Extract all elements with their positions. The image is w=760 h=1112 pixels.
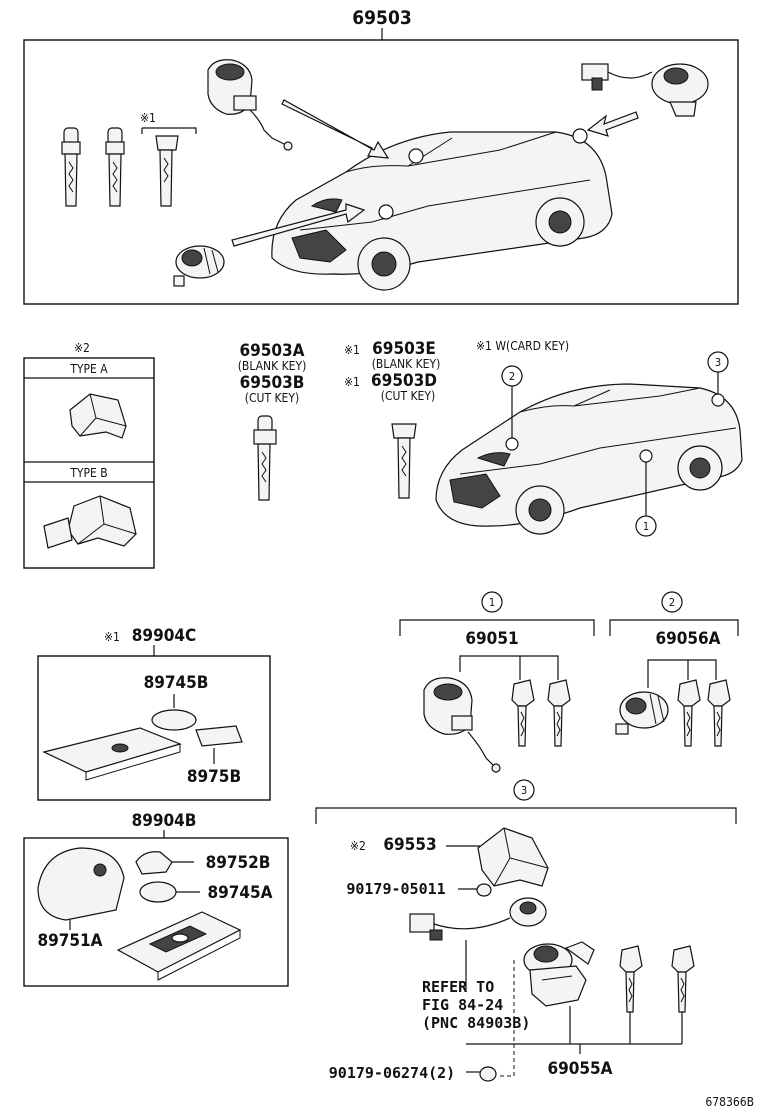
- cylinder-1-key-a: [511, 679, 535, 747]
- cylinder-2-label[interactable]: 69056A: [655, 629, 720, 649]
- fob-battery-part: [139, 881, 177, 903]
- cylinder-2-part: [615, 691, 669, 735]
- card-set-label[interactable]: 89904C: [132, 626, 196, 646]
- type-a-cover-part: [69, 393, 127, 439]
- cut-key-d-label[interactable]: 69503D: [371, 371, 437, 391]
- type-b-cover-part: [43, 495, 137, 549]
- car-illustration-mid: [435, 383, 743, 535]
- key-note-marker: ※1: [140, 111, 156, 125]
- card-set-box: [37, 655, 271, 801]
- card-key-note: ※1 W(CARD KEY): [476, 339, 569, 353]
- cylinder-3-part: [523, 941, 595, 1007]
- fob-case-label[interactable]: 89751A: [37, 931, 102, 951]
- callout-2-section: 2: [669, 596, 675, 609]
- blank-key-e-label[interactable]: 69503E: [372, 339, 436, 359]
- cut-key-b-label[interactable]: 69503B: [240, 373, 305, 393]
- ignition-cylinder-part: [207, 59, 293, 151]
- cylinder-1-key-b: [547, 679, 571, 747]
- fob-inner-cover-part: [135, 851, 173, 875]
- trunk-cylinder-part: [581, 63, 709, 117]
- cylinder-2-key-b: [707, 679, 731, 747]
- type-box-marker: ※2: [74, 341, 90, 355]
- blank-key-a-label[interactable]: 69503A: [239, 341, 304, 361]
- cylinder-2-key-a: [677, 679, 701, 747]
- figure-id: 678366B: [705, 1095, 754, 1109]
- callout-2-mid: 2: [509, 370, 515, 383]
- card-plate-part: [195, 725, 243, 747]
- cylinder-3-cover-part: [477, 827, 549, 887]
- key-69503a-part: [253, 415, 277, 501]
- cylinder-3-key-b: [671, 945, 695, 1013]
- card-battery-part: [151, 709, 197, 731]
- fob-cover-label[interactable]: 89752B: [206, 853, 271, 873]
- callout-3-section: 3: [521, 784, 527, 797]
- cylinder-3-label[interactable]: 69055A: [547, 1059, 612, 1079]
- fob-set-label[interactable]: 89904B: [132, 811, 197, 831]
- cylinder-3-cover-label[interactable]: 69553: [383, 835, 436, 855]
- refer-line-1[interactable]: REFER TO: [422, 978, 494, 996]
- cut-key-d-desc: (CUT KEY): [381, 389, 435, 403]
- blank-key-e-desc: (BLANK KEY): [372, 357, 441, 371]
- key-69503e-part: [391, 423, 417, 499]
- blank-key-e-marker: ※1: [344, 343, 360, 357]
- refer-line-2[interactable]: FIG 84-24: [422, 996, 503, 1014]
- blank-key-a-desc: (BLANK KEY): [238, 359, 307, 373]
- cut-key-b-desc: (CUT KEY): [245, 391, 299, 405]
- refer-line-3[interactable]: (PNC 84903B): [422, 1014, 530, 1032]
- key-group-left: [61, 127, 179, 207]
- car-illustration-top: [271, 128, 613, 291]
- main-assembly-label[interactable]: 69503: [352, 7, 411, 29]
- screw-top-part: [476, 883, 492, 897]
- card-plate-label[interactable]: 8975B: [187, 767, 241, 787]
- fob-battery-label[interactable]: 89745A: [207, 883, 272, 903]
- callout-1-section: 1: [489, 596, 495, 609]
- fob-set-box: [23, 837, 289, 987]
- type-a-label: TYPE A: [69, 362, 108, 376]
- card-set-marker: ※1: [104, 630, 120, 644]
- screw-bottom-part: [479, 1066, 497, 1082]
- cylinder-3-cover-marker: ※2: [350, 839, 366, 853]
- type-b-label: TYPE B: [69, 466, 107, 480]
- door-cylinder-part: [173, 245, 225, 287]
- cut-key-d-marker: ※1: [344, 375, 360, 389]
- screw-top-label[interactable]: 90179-05011: [346, 880, 445, 898]
- screw-bottom-label[interactable]: 90179-06274(2): [329, 1064, 455, 1082]
- card-battery-label[interactable]: 89745B: [144, 673, 209, 693]
- cylinder-1-label[interactable]: 69051: [465, 629, 518, 649]
- callout-3-mid: 3: [715, 356, 721, 369]
- connector-harness-part: [409, 897, 547, 941]
- card-key-part: [42, 727, 182, 773]
- type-box: [23, 357, 155, 569]
- assembly-arrows: [231, 99, 639, 247]
- main-assembly-box: [23, 39, 739, 305]
- callout-1-mid: 1: [643, 520, 649, 533]
- cylinder-3-key-a: [619, 945, 643, 1013]
- fob-board-part: [116, 911, 242, 981]
- cylinder-1-part: [423, 677, 501, 773]
- fob-cover-part: [37, 847, 125, 921]
